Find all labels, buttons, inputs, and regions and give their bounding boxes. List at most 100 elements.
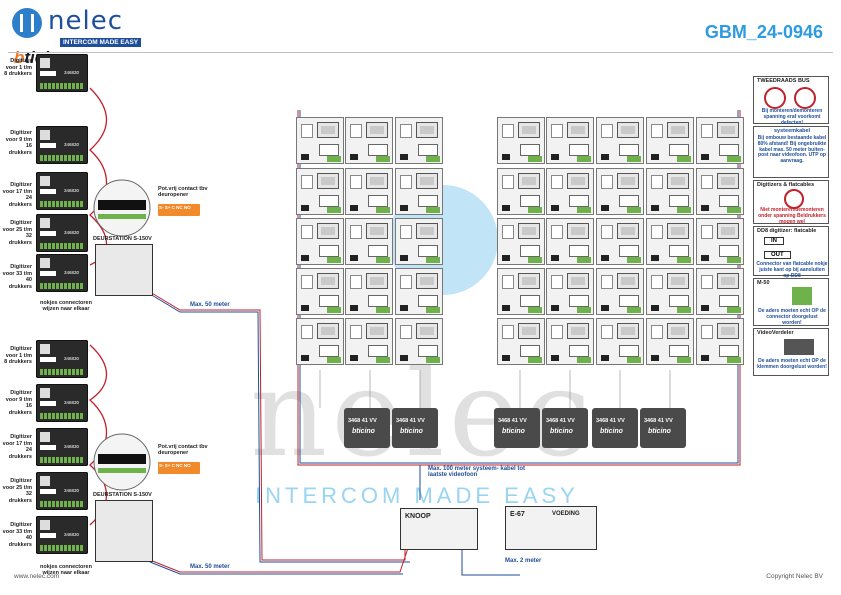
cable-e67 bbox=[461, 548, 520, 576]
hub-brand: bticino bbox=[352, 428, 375, 435]
door-station-panel[interactable] bbox=[95, 500, 153, 562]
no-power-icon bbox=[794, 87, 816, 109]
flatcable-top bbox=[89, 87, 108, 266]
digitizer-stack-top: Digitizer voor 1 t/m 8 drukkers 346830 D… bbox=[0, 54, 120, 294]
hub-brand: bticino bbox=[648, 428, 671, 435]
videofoon-unit[interactable] bbox=[546, 218, 594, 265]
cable-bottom bbox=[149, 547, 409, 573]
digitizer-label: Digitizer voor 25 t/m 32 drukkers bbox=[2, 220, 32, 246]
videofoon-unit[interactable] bbox=[296, 168, 344, 215]
videofoon-unit[interactable] bbox=[546, 318, 594, 365]
contact-terminal[interactable] bbox=[158, 204, 200, 216]
videofoon-unit[interactable] bbox=[546, 168, 594, 215]
videofoon-unit[interactable] bbox=[646, 268, 694, 315]
power-supply-module[interactable]: E-67 VOEDING bbox=[505, 506, 597, 550]
footer-copyright: Copyright Nelec BV bbox=[766, 573, 823, 580]
in-label: IN bbox=[764, 237, 784, 245]
contact-terminal-labels: S- S+ C NC NO bbox=[159, 205, 191, 210]
videofoon-unit[interactable] bbox=[497, 268, 545, 315]
videofoon-unit[interactable] bbox=[596, 117, 644, 164]
digitizer-label: Digitizer voor 25 t/m 32 drukkers bbox=[2, 478, 32, 504]
videofoon-unit[interactable] bbox=[596, 218, 644, 265]
videofoon-unit[interactable] bbox=[646, 318, 694, 365]
brand-tagline: INTERCOM MADE EASY bbox=[60, 38, 142, 47]
videofoon-unit[interactable] bbox=[345, 268, 393, 315]
videofoon-unit[interactable] bbox=[497, 218, 545, 265]
videofoon-unit[interactable] bbox=[696, 218, 744, 265]
digitizer-module[interactable]: 346830 bbox=[36, 214, 88, 252]
digitizer-module[interactable]: 346830 bbox=[36, 472, 88, 510]
videofoon-unit[interactable] bbox=[296, 318, 344, 365]
footer-url[interactable]: www.nelec.com bbox=[14, 573, 60, 580]
digitizer-label: Digitizer voor 1 t/m 8 drukkers bbox=[4, 346, 32, 365]
digitizer-module[interactable]: 346830 bbox=[36, 384, 88, 422]
videofoon-unit[interactable] bbox=[395, 218, 443, 265]
e67-label: E-67 bbox=[510, 511, 525, 518]
videofoon-unit[interactable] bbox=[696, 168, 744, 215]
cable-top-b bbox=[149, 293, 410, 563]
hub-brand: bticino bbox=[600, 428, 623, 435]
videofoon-unit[interactable] bbox=[646, 218, 694, 265]
digitizer-label: Digitizer voor 33 t/m 40 drukkers bbox=[2, 522, 32, 548]
contact-note: Pot.vrij contact tbv deuropener bbox=[158, 186, 208, 198]
info-videoverdeler: VideoVerdeler De aders moeten echt OP de… bbox=[753, 328, 829, 376]
document-id: GBM_24-0946 bbox=[704, 22, 823, 42]
videofoon-unit[interactable] bbox=[596, 318, 644, 365]
connector-note: nokjes connectoren wijzen naar elkaar bbox=[40, 564, 92, 576]
digitizer-module[interactable]: 346830 bbox=[36, 516, 88, 554]
digitizer-label: Digitizer voor 9 t/m 16 drukkers bbox=[5, 130, 32, 156]
videofoon-unit[interactable] bbox=[596, 268, 644, 315]
videofoon-unit[interactable] bbox=[345, 318, 393, 365]
videofoon-unit[interactable] bbox=[395, 268, 443, 315]
info-digitizers-flatcables: Digitizers & flatcables Niet monteren/de… bbox=[753, 180, 829, 225]
digitizer-module[interactable]: 346830 bbox=[36, 126, 88, 164]
videofoon-unit[interactable] bbox=[296, 117, 344, 164]
videofoon-unit[interactable] bbox=[345, 168, 393, 215]
videofoon-unit[interactable] bbox=[497, 117, 545, 164]
door-station-panel[interactable] bbox=[95, 244, 153, 296]
hub-brand: bticino bbox=[550, 428, 573, 435]
videofoon-unit[interactable] bbox=[696, 268, 744, 315]
terminal-icon bbox=[784, 339, 814, 355]
digitizer-label: Digitizer voor 17 t/m 24 drukkers bbox=[2, 434, 32, 460]
videofoon-unit[interactable] bbox=[596, 168, 644, 215]
videofoon-unit[interactable] bbox=[696, 117, 744, 164]
videofoon-unit[interactable] bbox=[345, 117, 393, 164]
hub-label: 3468 41 VV bbox=[596, 418, 625, 424]
videofoon-unit[interactable] bbox=[345, 218, 393, 265]
digitizer-module[interactable]: 346830 bbox=[36, 428, 88, 466]
videofoon-unit[interactable] bbox=[296, 268, 344, 315]
digitizer-module[interactable]: 346830 bbox=[36, 340, 88, 378]
knoop-module[interactable]: KNOOP bbox=[400, 508, 478, 550]
no-power-icon bbox=[764, 87, 786, 109]
videofoon-unit[interactable] bbox=[696, 318, 744, 365]
info-tweedraads-bus: TWEEDRAADS BUS Bij monteren/demonteren s… bbox=[753, 76, 829, 126]
digitizer-module[interactable]: 346830 bbox=[36, 54, 88, 92]
digitizer-module[interactable]: 346830 bbox=[36, 254, 88, 292]
digitizer-module[interactable]: 346830 bbox=[36, 172, 88, 210]
video-distributor-hub[interactable]: 3468 41 VV bticino bbox=[592, 408, 638, 448]
videofoon-unit[interactable] bbox=[395, 318, 443, 365]
videofoon-unit[interactable] bbox=[296, 218, 344, 265]
knoop-label: KNOOP bbox=[405, 513, 431, 520]
digitizer-label: Digitizer voor 1 t/m 8 drukkers bbox=[4, 58, 32, 77]
videofoon-unit[interactable] bbox=[497, 318, 545, 365]
digitizer-label: Digitizer voor 33 t/m 40 drukkers bbox=[2, 264, 32, 290]
videofoon-unit[interactable] bbox=[646, 117, 694, 164]
digitizer-label: Digitizer voor 17 t/m 24 drukkers bbox=[2, 182, 32, 208]
videofoon-unit[interactable] bbox=[395, 117, 443, 164]
door-station-label: DEURSTATION S-150V bbox=[93, 236, 152, 242]
no-touch-icon bbox=[784, 189, 804, 209]
contact-terminal[interactable] bbox=[158, 462, 200, 474]
videofoon-unit[interactable] bbox=[546, 268, 594, 315]
videofoon-unit[interactable] bbox=[395, 168, 443, 215]
videofoon-unit[interactable] bbox=[546, 117, 594, 164]
videofoon-unit[interactable] bbox=[497, 168, 545, 215]
videofoon-unit[interactable] bbox=[646, 168, 694, 215]
hub-label: 3468 41 VV bbox=[396, 418, 425, 424]
